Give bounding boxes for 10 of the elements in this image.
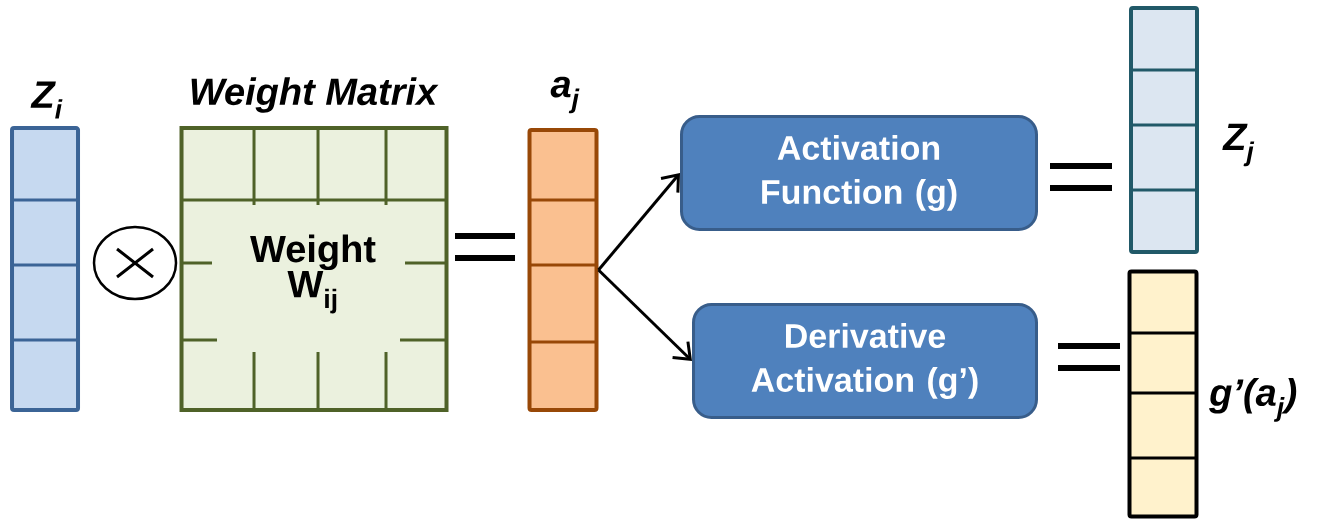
process-box: Activation Function (g) <box>680 115 1038 231</box>
vector-label: Z$_{i}$ <box>30 81 63 119</box>
matrix-label: Weight Matrix <box>191 77 439 113</box>
vector-label: a$_{j}$ <box>550 76 580 114</box>
arrow <box>597 173 680 271</box>
matrix-text: Weight W$_{ij}$ <box>250 234 376 314</box>
vector-label: Z$_{j}$ <box>1222 123 1255 167</box>
vector-label: g’(a$_{j}$) <box>1209 378 1297 422</box>
arrow <box>597 268 692 361</box>
process-box: Derivative Activation (g’) <box>692 303 1038 419</box>
